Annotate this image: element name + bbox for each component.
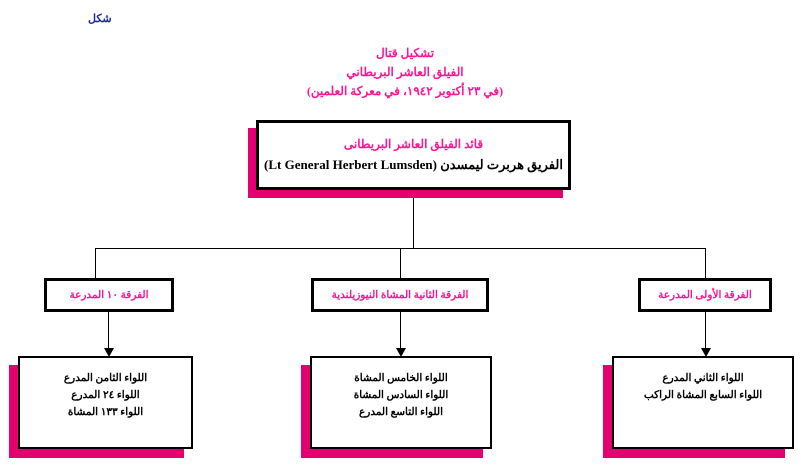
arrowhead-division-1 bbox=[396, 348, 406, 357]
arrowhead-division-0 bbox=[104, 348, 114, 357]
connector-division-2-to-brigades bbox=[705, 312, 706, 350]
brigade-list-1: اللواء الخامس المشاة اللواء السادس المشا… bbox=[312, 370, 490, 421]
brigade-list-0: اللواء الثامن المدرع اللواء ٢٤ المدرع ال… bbox=[20, 370, 191, 421]
brigade-box-2: اللواء الثاني المدرع اللواء السابع المشا… bbox=[612, 356, 794, 449]
chart-title-line-1: تشكيل قتال bbox=[375, 46, 435, 60]
division-label-0: الفرقة ١٠ المدرعة bbox=[69, 290, 149, 301]
brigade-item: اللواء السابع المشاة الراكب bbox=[643, 390, 763, 401]
commander-name-arabic: الفريق هربرت ليمسدن bbox=[440, 157, 563, 172]
commander-name: الفريق هربرت ليمسدن (Lt General Herbert … bbox=[264, 154, 563, 176]
connector-division-0-to-brigades bbox=[108, 312, 109, 350]
connector-commander-stem bbox=[413, 190, 414, 248]
brigade-box-0: اللواء الثامن المدرع اللواء ٢٤ المدرع ال… bbox=[18, 356, 193, 449]
chart-title-block: تشكيل قتال الفيلق العاشر البريطاني (في ٢… bbox=[255, 44, 555, 101]
division-label-2: الفرقة الأولى المدرعة bbox=[658, 290, 752, 301]
division-box-1: الفرقة الثانية المشاة النيوزيلندية bbox=[311, 278, 489, 312]
brigade-item: اللواء الثاني المدرع bbox=[662, 373, 744, 384]
connector-division-1-to-brigades bbox=[400, 312, 401, 350]
division-box-0: الفرقة ١٠ المدرعة bbox=[44, 278, 174, 312]
commander-name-latin: (Lt General Herbert Lumsden) bbox=[264, 157, 437, 172]
brigade-item: اللواء الثامن المدرع bbox=[63, 373, 148, 384]
division-box-2: الفرقة الأولى المدرعة bbox=[638, 278, 772, 312]
brigade-box-1: اللواء الخامس المشاة اللواء السادس المشا… bbox=[310, 356, 492, 449]
brigade-item: اللواء ١٣٣ المشاة bbox=[67, 407, 144, 418]
brigade-item: اللواء السادس المشاة bbox=[353, 390, 449, 401]
connector-bus-to-division-2 bbox=[705, 248, 706, 278]
connector-bus-to-division-0 bbox=[95, 248, 96, 278]
chart-title-line-3: (في ٢٣ أكتوبر ١٩٤٢، في معركة العلمين) bbox=[306, 84, 504, 98]
brigade-item: اللواء التاسع المدرع bbox=[358, 407, 444, 418]
chart-title-line-2: الفيلق العاشر البريطاني bbox=[346, 65, 464, 79]
brigade-list-2: اللواء الثاني المدرع اللواء السابع المشا… bbox=[614, 370, 792, 404]
connector-bus-to-division-1 bbox=[400, 248, 401, 278]
division-label-1: الفرقة الثانية المشاة النيوزيلندية bbox=[331, 290, 469, 301]
arrowhead-division-2 bbox=[701, 348, 711, 357]
commander-role: قائد الفيلق العاشر البريطانى bbox=[343, 137, 484, 151]
brigade-item: اللواء ٢٤ المدرع bbox=[71, 390, 140, 401]
commander-box: قائد الفيلق العاشر البريطانى الفريق هربر… bbox=[256, 120, 571, 190]
brigade-item: اللواء الخامس المشاة bbox=[354, 373, 448, 384]
figure-label: شكل bbox=[88, 13, 112, 25]
